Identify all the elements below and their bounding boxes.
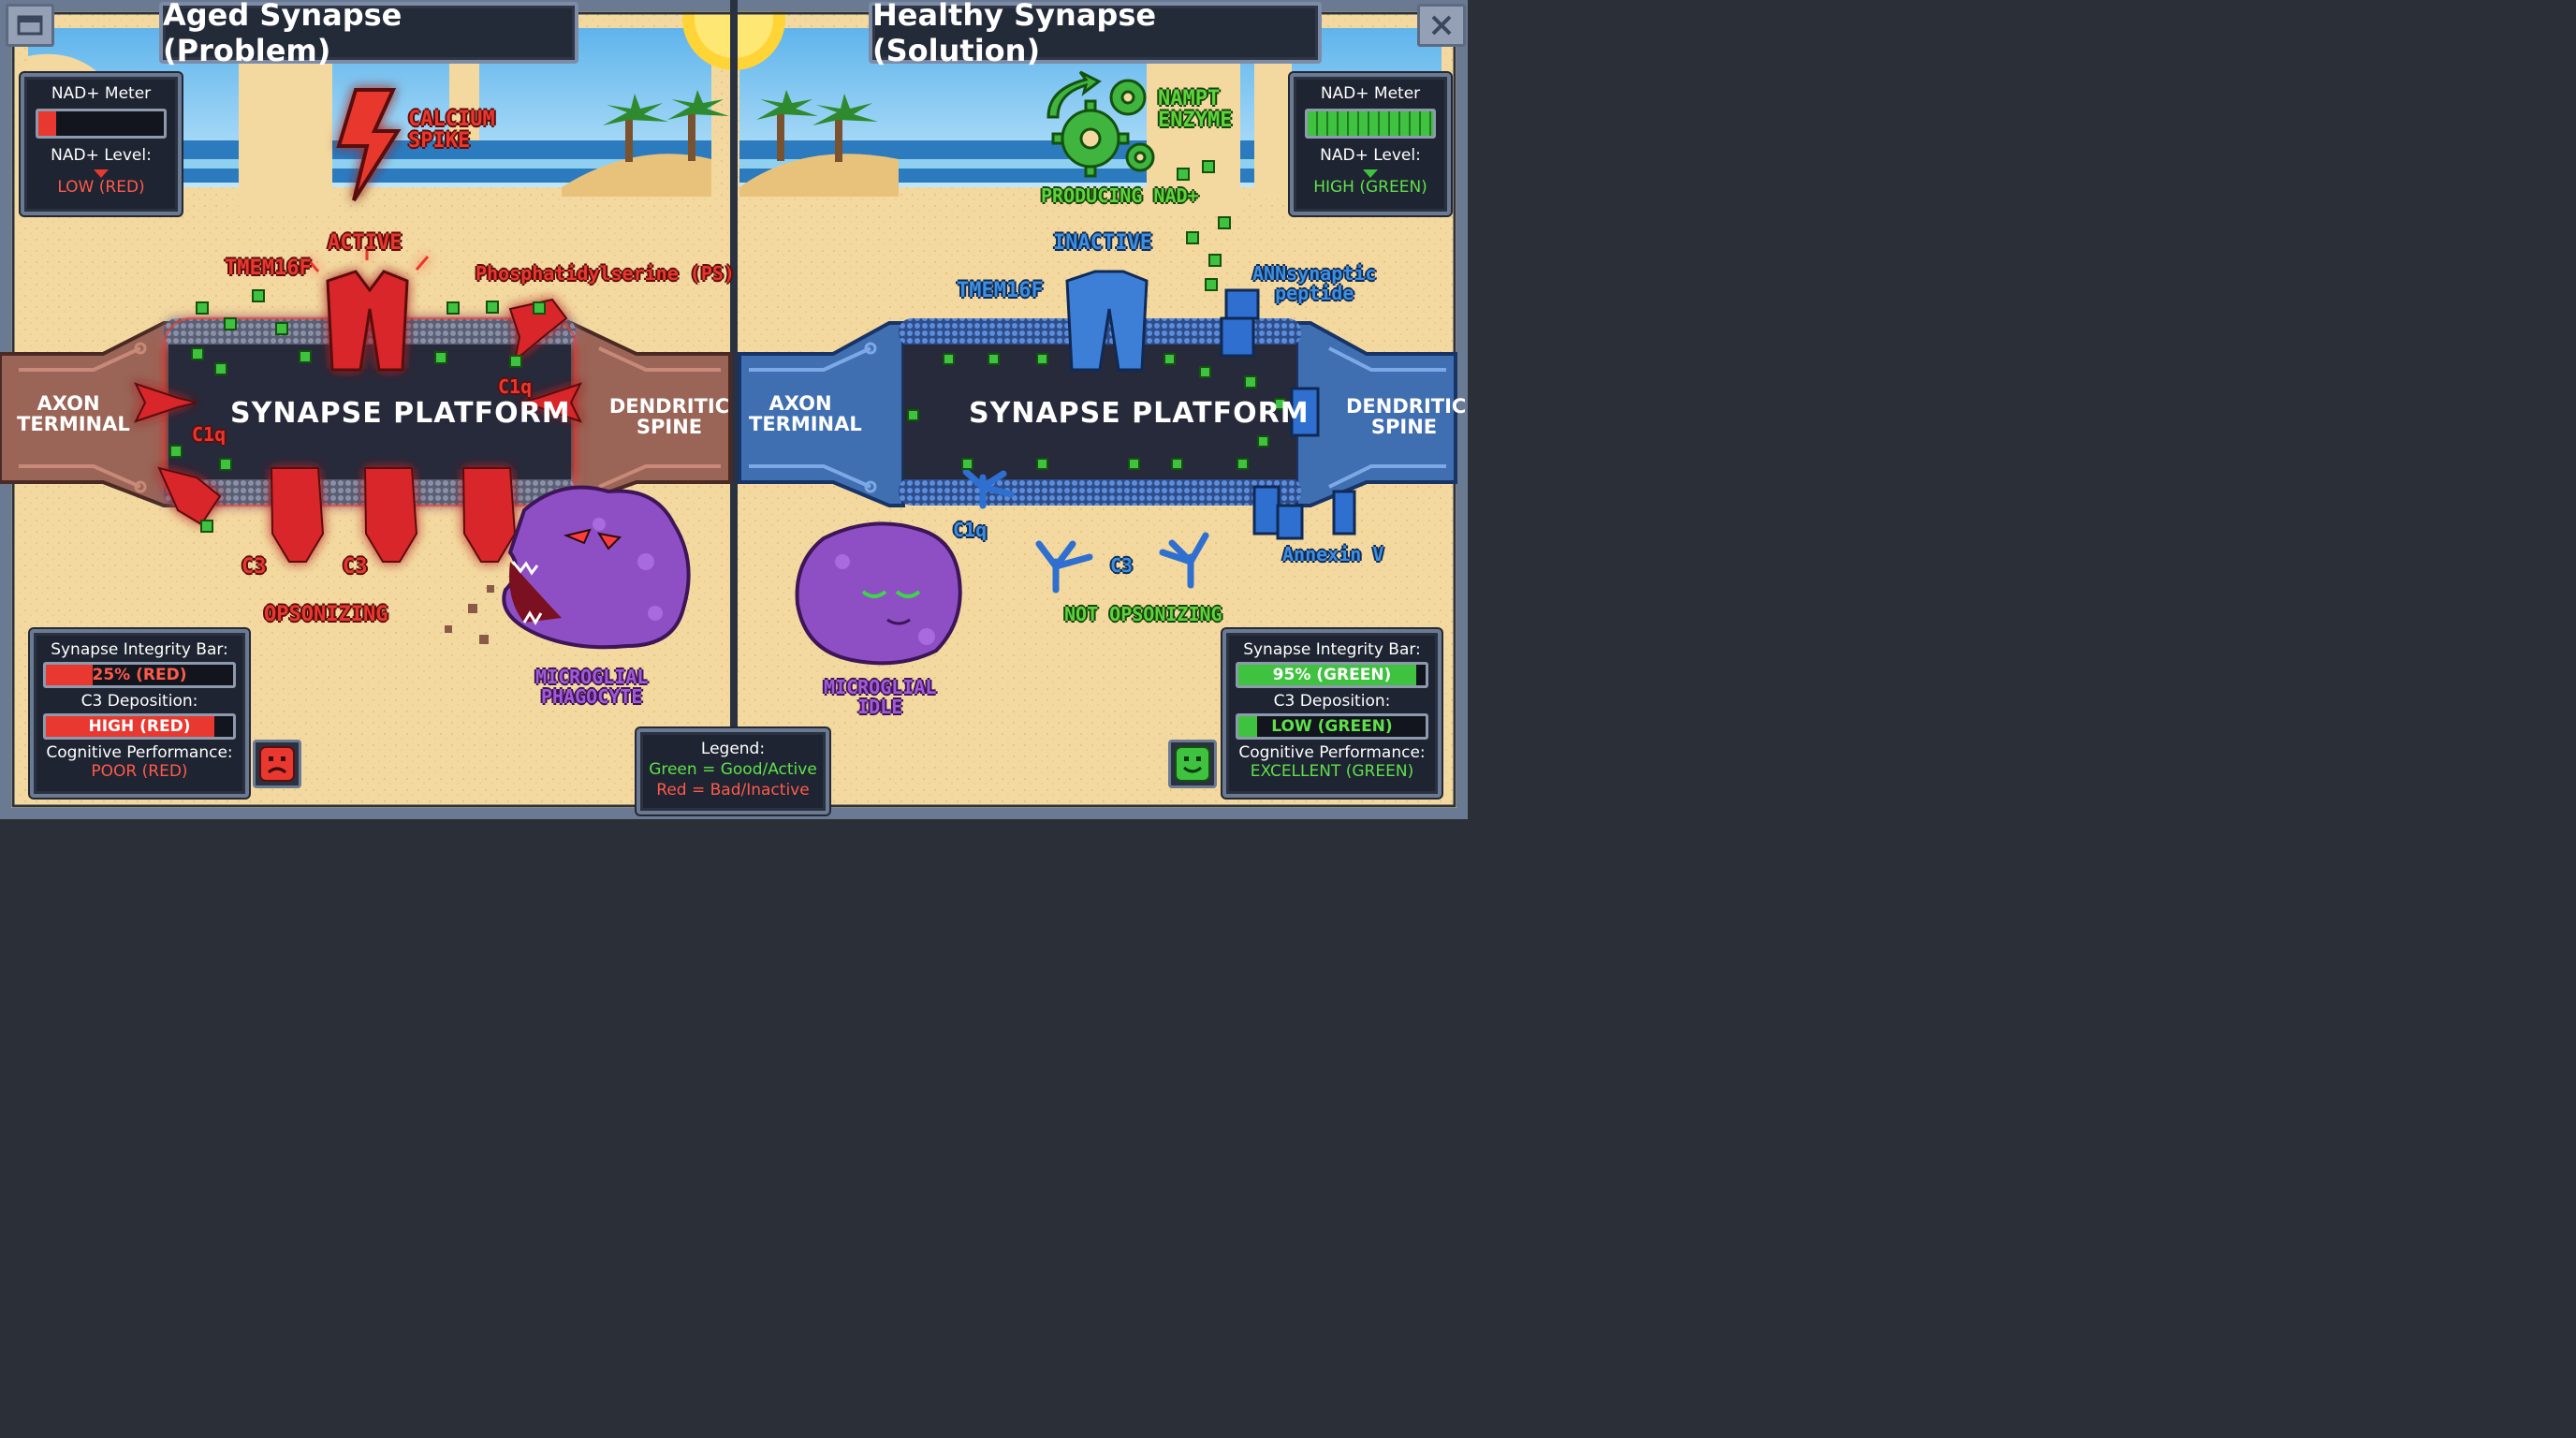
nad-molecule-icon: [907, 160, 1286, 470]
nad-meter-left: NAD+ Meter NAD+ Level: LOW (RED): [21, 73, 182, 215]
palm-tree-icon: [603, 90, 729, 162]
integrity-value-left: 25% (RED): [92, 666, 187, 684]
integrity-fill-right: [1238, 665, 1416, 685]
axon-terminal-label-right: AXON TERMINAL: [749, 392, 862, 436]
debris-icon: [445, 585, 494, 644]
close-button[interactable]: [1417, 4, 1466, 47]
microglial-phagocyte-label: MICROGLIAL PHAGOCYTE: [535, 666, 649, 708]
right-title: Healthy Synapse (Solution): [869, 0, 1322, 68]
microglial-idle: [795, 521, 962, 666]
stats-panel-right: Synapse Integrity Bar: 95% (GREEN) C3 De…: [1222, 629, 1442, 798]
nad-level-value-left: LOW (RED): [57, 178, 145, 197]
happy-face-icon: [1168, 740, 1217, 788]
palm-tree-icon: [756, 90, 878, 162]
microglial-idle-label: MICROGLIAL IDLE: [824, 676, 937, 718]
nad-level-label-right: NAD+ Level:: [1320, 146, 1421, 165]
nad-meter-bar-left: [36, 109, 167, 139]
nad-level-label-left: NAD+ Level:: [51, 146, 152, 165]
c3-deposition-bar-left: HIGH (RED): [43, 713, 236, 740]
calcium-spike-label: CALCIUM SPIKE: [408, 108, 495, 154]
inactive-label: INACTIVE: [1053, 231, 1152, 255]
annexin-v-label: Annexin V: [1282, 543, 1384, 565]
cognitive-performance-value-left: POOR (RED): [91, 762, 188, 781]
integrity-label-left: Synapse Integrity Bar:: [51, 640, 228, 659]
not-opsonizing-label: NOT OPSONIZING: [1064, 603, 1222, 625]
window-button[interactable]: [6, 4, 54, 47]
tmem16f-active-channel: [305, 247, 430, 372]
nad-level-value-right: HIGH (GREEN): [1313, 178, 1427, 197]
c3-deposition-value-left: HIGH (RED): [88, 717, 191, 736]
c1q-label-left-bottom: C1q: [192, 423, 227, 446]
nad-meter-title-left: NAD+ Meter: [51, 84, 152, 103]
right-title-text: Healthy Synapse (Solution): [872, 0, 1157, 68]
down-arrow-icon: [1294, 165, 1447, 178]
synapse-platform-label-right: SYNAPSE PLATFORM: [969, 397, 1310, 430]
left-axon-terminal: [0, 321, 180, 507]
nampt-enzyme-label: NAMPT ENZYME: [1158, 87, 1233, 133]
down-arrow-icon: [24, 165, 178, 178]
annsynaptic-peptide-label: ANNsynaptic peptide: [1252, 262, 1377, 304]
c1q-label-left-top: C1q: [498, 375, 533, 398]
dendritic-spine-label-left: DENDRITIC SPINE: [608, 395, 730, 439]
integrity-value-right: 95% (GREEN): [1272, 666, 1392, 684]
c3-deposition-fill-right: [1238, 716, 1257, 737]
legend-green: Green = Good/Active: [649, 760, 817, 779]
integrity-label-right: Synapse Integrity Bar:: [1243, 640, 1421, 659]
tmem16f-label-right: TMEM16F: [957, 279, 1044, 302]
nad-meter-fill-left: [38, 111, 56, 136]
cognitive-performance-value-right: EXCELLENT (GREEN): [1250, 762, 1414, 781]
c1q-label-right: C1q: [953, 519, 988, 541]
opsonizing-label: OPSONIZING: [264, 603, 388, 626]
c1q-protein-icon: [962, 468, 1015, 509]
integrity-bar-right: 95% (GREEN): [1236, 662, 1428, 688]
c3-deposition-bar-right: LOW (GREEN): [1236, 713, 1428, 740]
legend-panel: Legend: Green = Good/Active Red = Bad/In…: [637, 728, 829, 814]
left-title-text: Aged Synapse (Problem): [163, 0, 402, 68]
c3-protein-icon: [270, 467, 517, 563]
c3-deposition-value-right: LOW (GREEN): [1271, 717, 1393, 736]
nad-meter-title-right: NAD+ Meter: [1320, 84, 1421, 103]
legend-title: Legend:: [700, 740, 766, 758]
nad-meter-fill-right: [1308, 111, 1433, 136]
phosphatidylserine-icon: [169, 289, 546, 533]
tmem16f-inactive-channel: [1065, 270, 1149, 372]
producing-nad-label: PRODUCING NAD+: [1041, 184, 1199, 207]
microglial-phagocyte: [502, 485, 691, 650]
c3-deposition-fill-left: [46, 716, 214, 737]
lightning-icon: [336, 88, 402, 202]
c3-deposition-label-right: C3 Deposition:: [1273, 692, 1391, 711]
legend-red: Red = Bad/Inactive: [656, 781, 810, 800]
game-screen: Aged Synapse (Problem) Healthy Synapse (…: [0, 0, 1468, 819]
integrity-bar-left: 25% (RED): [43, 662, 236, 688]
integrity-fill-left: [46, 665, 93, 685]
sad-face-icon: [253, 740, 301, 788]
gear-icon: [1046, 70, 1155, 178]
axon-terminal-label-left: AXON TERMINAL: [17, 392, 130, 436]
stats-panel-left: Synapse Integrity Bar: 25% (RED) C3 Depo…: [30, 629, 249, 798]
c3-label-right: C3: [1110, 554, 1134, 577]
nad-meter-bar-right: [1305, 109, 1436, 139]
annexin-peptide-icon: [1220, 288, 1356, 540]
cognitive-performance-label-right: Cognitive Performance:: [1238, 743, 1426, 762]
c3-label-left-a: C3: [242, 555, 267, 579]
dendritic-spine-label-right: DENDRITIC SPINE: [1346, 395, 1467, 439]
cognitive-performance-label-left: Cognitive Performance:: [46, 743, 233, 762]
synapse-platform-label-left: SYNAPSE PLATFORM: [230, 397, 571, 430]
c1q-protein-icon: [134, 298, 582, 526]
active-label: ACTIVE: [328, 231, 402, 255]
window-icon: [17, 15, 43, 36]
phosphatidylserine-label: Phosphatidylserine (PS): [476, 262, 735, 285]
right-axon-terminal: [738, 321, 905, 507]
close-icon: [1431, 15, 1452, 36]
nad-meter-right: NAD+ Meter NAD+ Level: HIGH (GREEN): [1290, 73, 1451, 215]
left-title: Aged Synapse (Problem): [159, 0, 578, 68]
c3-label-left-b: C3: [343, 555, 368, 579]
c3-protein-icon: [1035, 532, 1209, 594]
c3-deposition-label-left: C3 Deposition:: [80, 692, 198, 711]
left-dendritic-spine: [560, 321, 732, 507]
synapse-illustration: [0, 70, 1457, 666]
tmem16f-label-left: TMEM16F: [225, 257, 312, 280]
